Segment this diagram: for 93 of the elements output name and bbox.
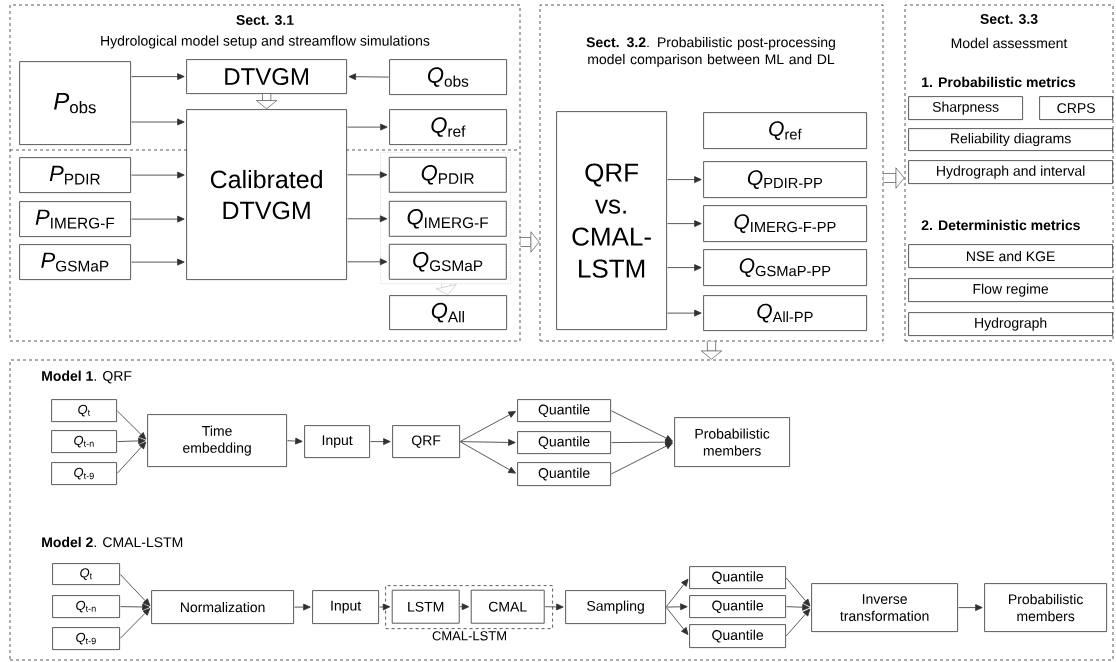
process-box: Q$_{t-9}$ — [51, 462, 117, 485]
process-box: Q$_{t}$ — [52, 563, 120, 585]
arrow — [611, 442, 673, 475]
block-arrow — [256, 94, 278, 110]
arrow — [287, 437, 303, 445]
arrow — [958, 604, 983, 611]
process-box: Q$_{t-n}$ — [51, 430, 117, 453]
process-box: Q$_{PDIR-PP}$ — [703, 161, 867, 198]
process-box: Quantile — [517, 399, 611, 422]
node-label: CMAL-LSTM — [432, 631, 506, 641]
arrow — [460, 441, 516, 474]
arrow — [667, 220, 702, 227]
arrow — [667, 176, 702, 183]
process-box: Q$_{obs}$ — [389, 59, 507, 95]
process-box: Q$_{ref}$ — [389, 109, 507, 145]
arrow — [120, 603, 150, 611]
process-box: Sampling — [565, 590, 666, 624]
arrow — [347, 171, 388, 179]
arrow — [116, 441, 147, 474]
arrow — [379, 603, 391, 611]
arrow — [131, 215, 185, 223]
arrow — [131, 73, 185, 80]
arrow — [119, 608, 151, 639]
block-arrow — [883, 167, 905, 189]
process-box: LSTM — [391, 589, 460, 624]
arrow — [665, 578, 689, 608]
process-box: Q$_{IMERG-F-PP}$ — [703, 205, 867, 242]
process-box: Q$_{GSMaP-PP}$ — [703, 249, 867, 286]
process-box: Input — [312, 590, 379, 624]
process-box: Quantile — [689, 566, 786, 589]
arrow — [348, 73, 390, 81]
process-box: Q$_{ref}$ — [703, 112, 867, 149]
process-box: P$_{PDIR}$ — [19, 157, 131, 193]
arrow — [785, 577, 811, 607]
process-box: Input — [304, 425, 370, 458]
process-box: Q$_{IMERG-F}$ — [388, 200, 507, 237]
arrow — [131, 171, 185, 179]
process-box: Q$_{t}$ — [51, 399, 117, 422]
process-box: Q$_{GSMaP}$ — [388, 243, 507, 280]
process-box: Hydrograph and interval — [908, 160, 1113, 184]
process-box: Q$_{t-n}$ — [52, 595, 120, 618]
process-box: Quantile — [517, 431, 611, 454]
arrow — [460, 411, 516, 442]
process-box: NSE and KGE — [908, 244, 1113, 268]
process-box: DTVGM — [186, 59, 347, 94]
process-box: Sharpness — [908, 96, 1023, 120]
arrow — [294, 603, 311, 611]
process-box: CRPS — [1039, 96, 1113, 120]
process-box: Q$_{All-PP}$ — [703, 295, 867, 331]
arrow — [667, 309, 702, 317]
process-box: CMAL — [470, 589, 545, 624]
process-box: P$_{GSMaP}$ — [19, 244, 131, 280]
arrow — [544, 603, 564, 611]
arrow — [347, 215, 388, 223]
arrow — [667, 264, 702, 271]
arrow — [347, 258, 388, 266]
process-box: Quantile — [689, 624, 786, 648]
group-frame — [380, 152, 511, 284]
process-box: Quantile — [689, 595, 786, 618]
block-arrow — [520, 231, 540, 253]
process-box: Flow regime — [908, 278, 1113, 302]
arrow — [785, 608, 811, 637]
arrow — [611, 438, 673, 446]
arrow — [460, 439, 516, 446]
arrow — [665, 607, 689, 635]
arrow — [786, 603, 810, 611]
process-box: Probabilistic members — [674, 417, 790, 467]
arrow — [347, 123, 388, 131]
process-box: Hydrograph — [908, 312, 1113, 336]
process-box: P$_{obs}$ — [19, 61, 131, 145]
process-box: QRF vs. CMAL-LSTM — [556, 111, 667, 330]
arrow — [370, 438, 391, 445]
process-box: Inverse transformation — [811, 583, 958, 632]
arrow — [666, 603, 688, 611]
process-box: Quantile — [517, 462, 611, 486]
arrow — [119, 574, 151, 607]
block-arrow — [435, 282, 457, 296]
arrow — [611, 410, 673, 442]
arrow — [117, 437, 146, 445]
process-box: Probabilistic members — [984, 583, 1107, 632]
arrow — [116, 410, 147, 440]
arrow — [131, 118, 185, 126]
process-box: Reliability diagrams — [908, 128, 1113, 151]
process-box: Time embedding — [147, 414, 287, 467]
process-box: Q$_{PDIR}$ — [388, 156, 507, 193]
process-box: Q$_{t-9}$ — [52, 627, 120, 650]
process-box: Normalization — [151, 590, 294, 624]
process-box: QRF — [392, 425, 460, 458]
block-arrow — [701, 341, 722, 360]
process-box: Calibrated DTVGM — [186, 109, 347, 280]
arrow — [131, 258, 185, 266]
process-box: P$_{IMERG-F}$ — [19, 201, 131, 237]
arrow — [459, 603, 470, 611]
